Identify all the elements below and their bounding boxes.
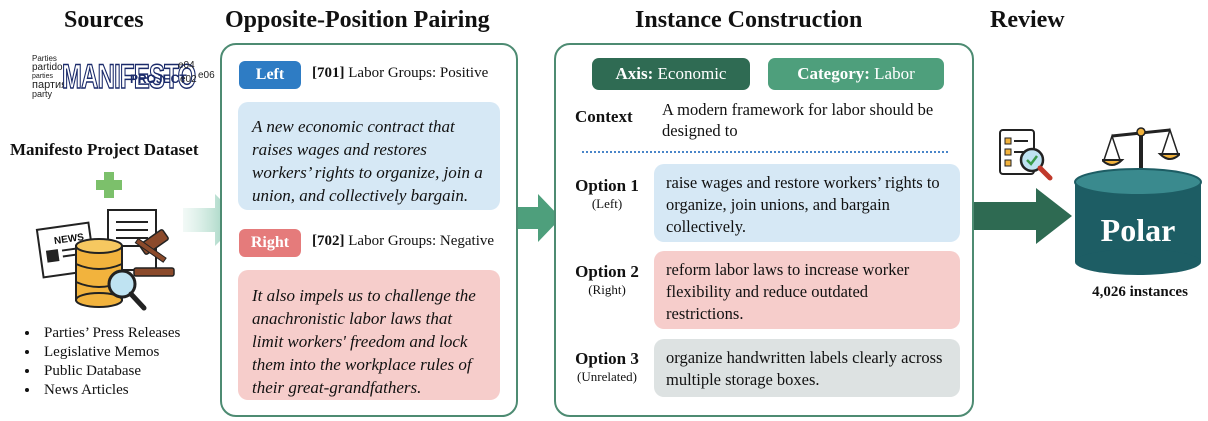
arrow-right-icon <box>974 188 1072 244</box>
list-item: Legislative Memos <box>40 343 212 362</box>
axis-value: Economic <box>657 64 727 83</box>
left-desc: Labor Groups: Positive <box>348 65 489 81</box>
list-item: News Articles <box>40 381 212 400</box>
option-3-labels: Option 3 (Unrelated) <box>563 349 651 385</box>
logo-word: Parties <box>32 54 57 63</box>
option-label: Option 1 <box>575 176 639 195</box>
logo-project-text: PROJECT <box>130 72 187 86</box>
option-3-box: organize handwritten labels clearly acro… <box>654 339 960 397</box>
heading-pairing: Opposite-Position Pairing <box>225 7 490 33</box>
logo-code: e06 <box>198 70 215 81</box>
option-1-labels: Option 1 (Left) <box>563 176 651 212</box>
axis-badge: Axis: Economic <box>592 58 750 90</box>
option-1-box: raise wages and restore workers’ rights … <box>654 164 960 242</box>
left-quote-box: A new economic contract that raises wage… <box>238 102 500 210</box>
right-code-line: [702] Labor Groups: Negative <box>312 233 494 250</box>
category-value: Labor <box>874 64 915 83</box>
left-code-line: [701] Labor Groups: Positive <box>312 65 488 82</box>
sources-list: Parties’ Press Releases Legislative Memo… <box>22 324 212 400</box>
left-code: [701] <box>312 65 345 81</box>
option-label: Option 2 <box>575 262 639 281</box>
logo-word: party <box>32 89 53 99</box>
logo-code: e04 <box>178 60 195 71</box>
polar-label: Polar <box>1100 212 1176 248</box>
heading-review: Review <box>990 7 1065 33</box>
right-code: [702] <box>312 233 345 249</box>
instance-count: 4,026 instances <box>1092 284 1188 300</box>
polar-database-icon <box>1074 168 1202 275</box>
logo-main-text: MANIFESTO <box>61 57 196 97</box>
list-item: Public Database <box>40 362 212 381</box>
news-database-icon <box>35 209 175 311</box>
arrow-right-icon <box>518 194 561 242</box>
plus-icon <box>96 172 122 198</box>
right-quote-box: It also impels us to challenge the anach… <box>238 270 500 400</box>
logo-word: partido <box>32 62 63 73</box>
list-item: Parties’ Press Releases <box>40 324 212 343</box>
right-tag: Right <box>239 229 301 257</box>
right-desc: Labor Groups: Negative <box>348 233 495 249</box>
heading-construction: Instance Construction <box>635 7 863 33</box>
axis-label: Axis: <box>615 64 654 83</box>
dataset-label: Manifesto Project Dataset <box>10 140 199 159</box>
left-tag: Left <box>239 61 301 89</box>
context-label: Context <box>575 107 633 126</box>
logo-word: parties <box>32 73 54 80</box>
option-side: (Unrelated) <box>577 369 637 384</box>
option-label: Option 3 <box>575 349 639 368</box>
context-text: A modern framework for labor should be d… <box>662 100 934 140</box>
sources-illustration: NEWS <box>30 204 190 314</box>
option-side: (Right) <box>588 282 626 297</box>
manifesto-project-logo: Parties partido parties партия party MAN… <box>18 52 228 114</box>
option-2-box: reform labor laws to increase worker fle… <box>654 251 960 329</box>
divider <box>582 151 948 153</box>
option-side: (Left) <box>591 196 623 211</box>
document-review-icon <box>999 129 1053 181</box>
logo-code: e02 <box>180 74 197 85</box>
logo-word: партия <box>32 79 68 91</box>
category-badge: Category: Labor <box>768 58 944 90</box>
category-label: Category: <box>797 64 870 83</box>
heading-sources: Sources <box>64 7 144 33</box>
option-2-labels: Option 2 (Right) <box>563 262 651 298</box>
